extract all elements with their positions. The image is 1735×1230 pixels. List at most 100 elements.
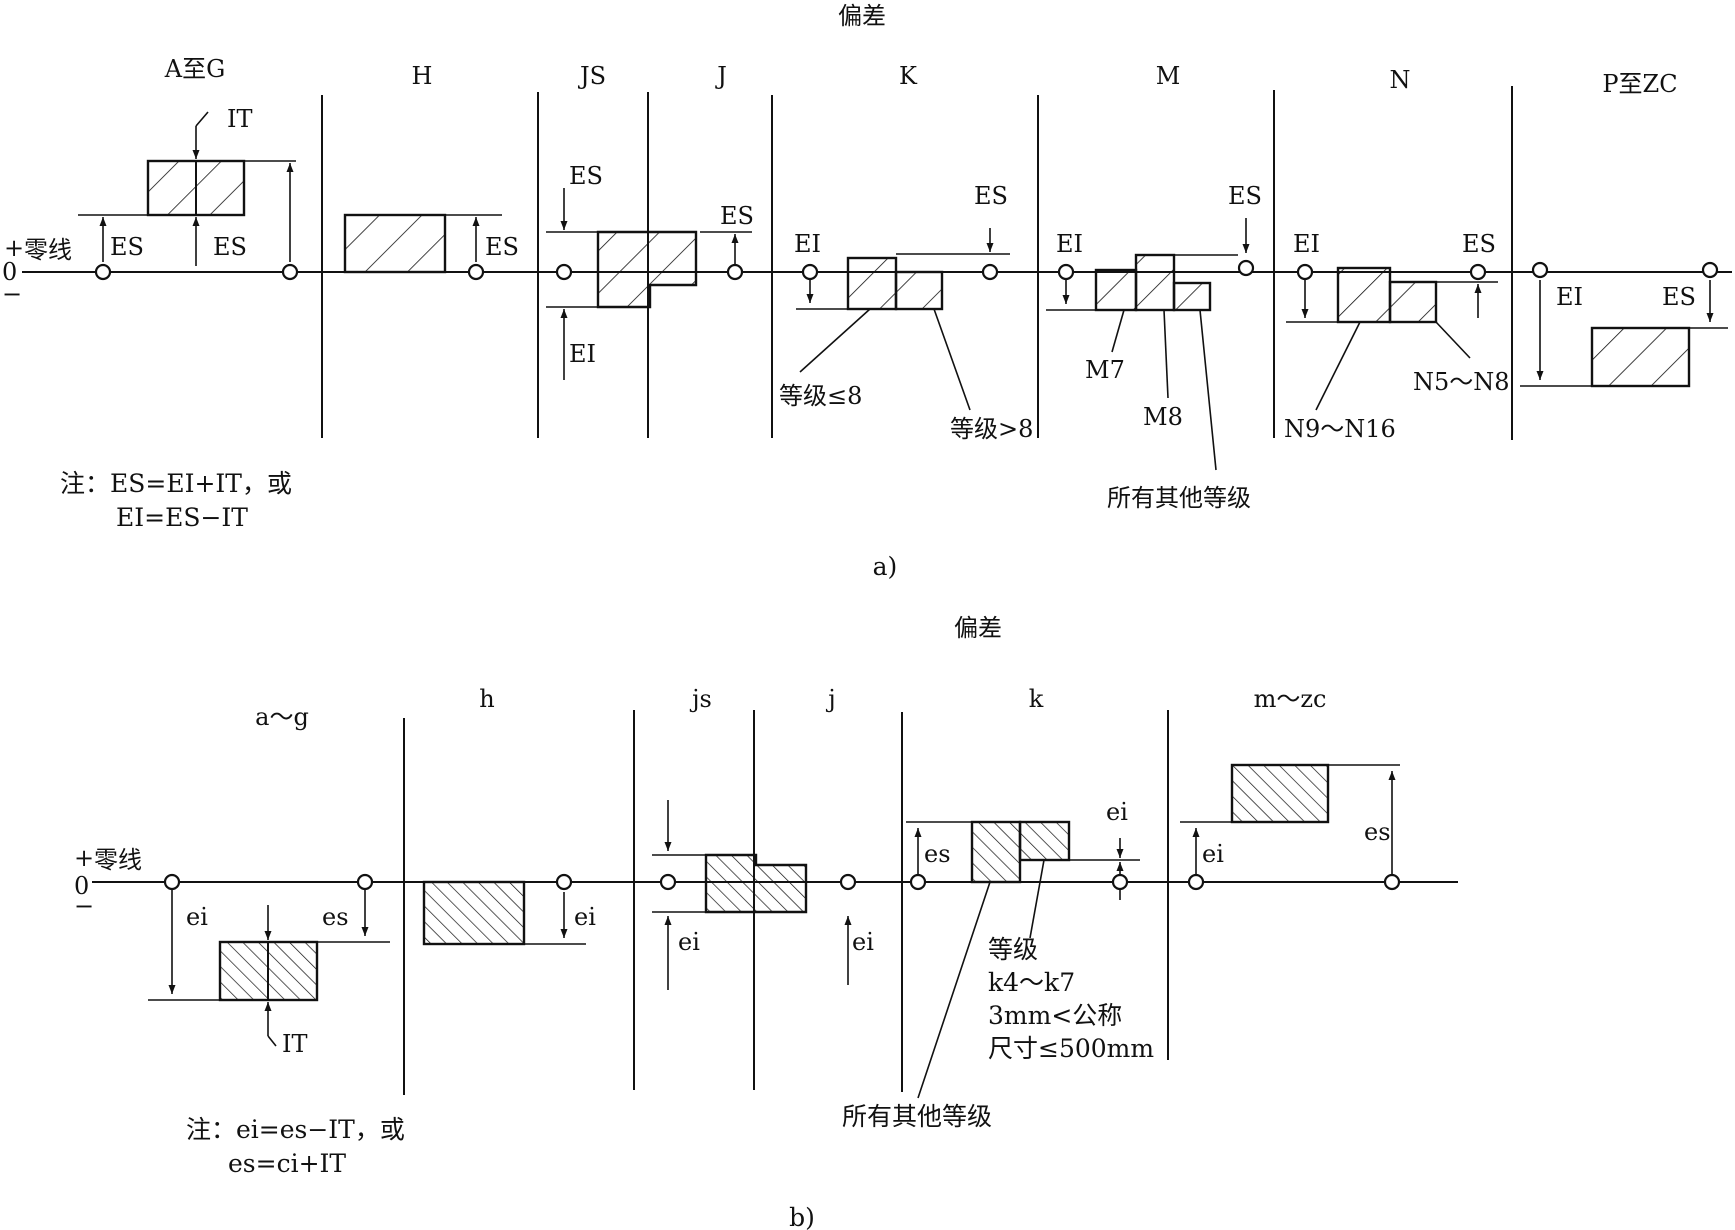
reference-point xyxy=(726,263,744,281)
category-label: N xyxy=(1390,66,1411,94)
reference-point xyxy=(1469,263,1487,281)
reference-point xyxy=(467,263,485,281)
tolerance-zone xyxy=(343,213,447,274)
tolerance-zone xyxy=(1134,253,1176,312)
group-js: ES EI xyxy=(546,162,698,380)
reference-point xyxy=(555,263,573,281)
reference-point xyxy=(1111,873,1129,891)
category-label: P至ZC xyxy=(1602,70,1677,98)
category-label: H xyxy=(412,62,433,90)
zero-line-label: 零线 xyxy=(24,236,72,264)
panel-a-caption: a) xyxy=(873,552,898,581)
section-dividers xyxy=(321,86,1513,440)
group-a-to-g: ei es IT xyxy=(148,873,390,1058)
minus-sign: − xyxy=(2,280,22,308)
ei-label: ei xyxy=(1106,798,1128,826)
ei-label: EI xyxy=(569,340,596,368)
group-k: EI ES 等级≤8 等级>8 xyxy=(779,182,1033,443)
tolerance-zone xyxy=(846,256,898,311)
ei-label: EI xyxy=(1293,230,1320,258)
es-label: ES xyxy=(485,233,519,261)
category-label: m～zc xyxy=(1254,685,1327,713)
reference-point xyxy=(1383,873,1401,891)
ei-label: EI xyxy=(794,230,821,258)
es-label: ES xyxy=(974,182,1008,210)
reference-point xyxy=(1296,263,1314,281)
note-line: es=ci+IT xyxy=(228,1149,346,1178)
ei-label: EI xyxy=(1056,230,1083,258)
ei-label: ei xyxy=(186,903,208,931)
reference-point xyxy=(659,873,677,891)
tolerance-zone xyxy=(1172,281,1212,312)
annotation-m7: M7 xyxy=(1085,356,1125,384)
group-j: ES xyxy=(700,202,754,281)
es-label: ES xyxy=(720,202,754,230)
group-m-to-zc: ei es xyxy=(1180,763,1401,891)
category-label: K xyxy=(899,62,918,90)
reference-point xyxy=(1237,259,1255,277)
ei-label: EI xyxy=(1556,283,1583,311)
es-label: es xyxy=(1364,818,1391,846)
group-k: es ei 等级 k4～k7 3mm<公称 尺寸≤500mm 所有其他等级 xyxy=(842,798,1154,1131)
reference-point xyxy=(909,873,927,891)
es-label: ES xyxy=(1462,230,1496,258)
plus-sign: + xyxy=(74,844,94,872)
category-label: JS xyxy=(577,62,606,90)
it-label: IT xyxy=(227,105,253,133)
group-j: ei xyxy=(839,873,874,985)
tolerance-zone xyxy=(970,820,1022,884)
es-label: ES xyxy=(213,233,247,261)
es-label: ES xyxy=(1662,283,1696,311)
reference-point xyxy=(1531,261,1549,279)
panel-b: 偏差 a～g h js j k m～zc + 零线 0 − xyxy=(74,614,1458,1230)
category-label: a～g xyxy=(255,703,309,731)
es-label: ES xyxy=(110,233,144,261)
reference-point xyxy=(839,873,857,891)
tolerance-zone xyxy=(704,853,808,914)
minus-sign: − xyxy=(74,892,94,920)
annotation-k-all-other: 所有其他等级 xyxy=(842,1102,992,1131)
es-label: es xyxy=(924,840,951,868)
category-label: k xyxy=(1029,685,1044,713)
tolerance-zone xyxy=(596,230,698,309)
plus-sign: + xyxy=(4,234,24,262)
zero-line-label: 零线 xyxy=(94,846,142,874)
note-line: 注：ei=es−IT，或 xyxy=(186,1115,405,1144)
ei-label: ei xyxy=(852,928,874,956)
tolerance-zone xyxy=(894,270,944,311)
group-a-to-g: IT ES ES xyxy=(78,105,299,281)
annotation-k-grade-gt8: 等级>8 xyxy=(950,415,1033,443)
es-label: ES xyxy=(569,162,603,190)
zero-label: 0 xyxy=(2,258,17,286)
zero-label: 0 xyxy=(74,872,89,900)
annotation-k-grade: k4～k7 xyxy=(988,968,1075,997)
annotation-k-grade: 尺寸≤500mm xyxy=(988,1034,1154,1063)
annotation-m8: M8 xyxy=(1143,403,1183,431)
category-label: js xyxy=(689,685,712,713)
reference-point xyxy=(356,873,374,891)
category-label: A至G xyxy=(164,55,226,83)
ei-label: ei xyxy=(574,903,596,931)
reference-point xyxy=(801,263,819,281)
reference-point xyxy=(94,263,112,281)
category-label: h xyxy=(479,685,494,713)
reference-point xyxy=(1057,263,1075,281)
it-label: IT xyxy=(282,1030,308,1058)
annotation-k-grade-le8: 等级≤8 xyxy=(779,382,862,410)
reference-point xyxy=(1701,261,1719,279)
tolerance-zone xyxy=(1094,268,1138,312)
tolerance-zone xyxy=(1590,326,1691,388)
reference-point xyxy=(555,873,573,891)
es-label: ES xyxy=(1228,182,1262,210)
group-n: EI ES N9～N16 N5～N8 xyxy=(1284,230,1510,443)
annotation-k-grade: 等级 xyxy=(988,935,1038,964)
annotation-n9-n16: N9～N16 xyxy=(1284,415,1396,443)
group-p-to-zc: EI ES xyxy=(1520,261,1728,388)
category-label: j xyxy=(825,685,835,713)
annotation-k-grade: 3mm<公称 xyxy=(988,1001,1122,1030)
panel-b-heading: 偏差 xyxy=(954,614,1002,642)
tolerance-zone xyxy=(1018,820,1071,862)
panel-a: 偏差 A至G H JS J K M N P至ZC + 零线 0 − xyxy=(2,2,1732,581)
reference-point xyxy=(163,873,181,891)
